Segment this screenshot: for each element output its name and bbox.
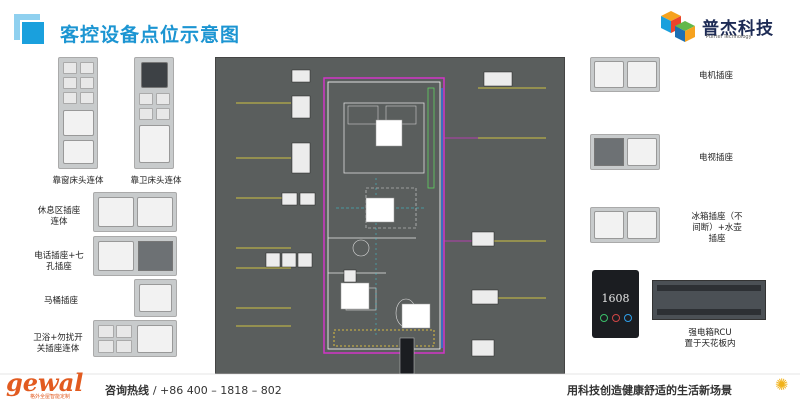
phone-jack [138, 241, 173, 271]
usb-socket [63, 140, 94, 164]
power-socket [627, 138, 657, 166]
power-socket [594, 211, 624, 239]
rcu-terminal-strip [657, 285, 761, 291]
switch-key [63, 62, 77, 74]
toilet-socket-panel [134, 279, 177, 317]
switch-key [98, 325, 114, 338]
floor-plan-svg [236, 69, 546, 375]
door-number-panel: 1608 [592, 270, 639, 338]
brand-tagline: 格外全屋智能定制 [30, 394, 71, 400]
label-bedside-window: 靠窗床头连体 [52, 176, 104, 186]
label-tv: 电视插座 [698, 153, 733, 163]
logo-cube-icon [661, 11, 695, 42]
power-socket [594, 61, 624, 88]
hotline-number: / +86 400 – 1818 – 802 [152, 384, 282, 397]
label-bedside-bath: 靠卫床头连体 [130, 176, 182, 186]
switch-key [63, 77, 77, 89]
label-lounge: 休息区插座 连体 [37, 206, 81, 227]
switch-key [116, 325, 132, 338]
rcu-terminal-strip [657, 309, 761, 315]
fridge-socket-panel [590, 207, 660, 243]
power-socket [98, 197, 134, 227]
footer-band [0, 373, 800, 375]
label-fridge: 冰箱插座（不 间断）+水壶 插座 [691, 212, 743, 244]
floor-plan-drawing [215, 57, 565, 375]
logo-subtitle: Puirtel Technology [706, 34, 752, 40]
motor-socket-panel [590, 57, 660, 92]
sun-icon: ✺ [775, 375, 789, 394]
switch-key [80, 77, 94, 89]
switch-key [156, 93, 170, 105]
power-socket [63, 110, 94, 136]
switch-key [116, 340, 132, 353]
hotline: 咨询热线 / +86 400 – 1818 – 802 [105, 382, 282, 398]
usb-socket [137, 197, 173, 227]
dnd-icon [612, 314, 620, 322]
switch-key [139, 108, 153, 120]
power-socket [139, 284, 172, 312]
footer-slogan: 用科技创造健康舒适的生活新场景 [567, 384, 732, 397]
thermostat-screen [141, 62, 168, 88]
header-deco-square-front [20, 20, 46, 46]
switch-key [139, 93, 153, 105]
tv-jack [594, 138, 624, 166]
logo-name: 普杰科技 [702, 19, 774, 39]
page-title: 客控设备点位示意图 [60, 24, 241, 46]
switch-key [156, 108, 170, 120]
label-toilet: 马桶插座 [43, 296, 78, 306]
label-motor: 电机插座 [698, 71, 733, 81]
door-number: 1608 [601, 292, 630, 305]
lounge-socket-panel [93, 192, 177, 232]
label-phone: 电话插座+七 孔插座 [34, 251, 84, 272]
power-socket [627, 61, 657, 88]
power-socket [139, 125, 170, 163]
bedside-panel-window [58, 57, 98, 169]
bath-switch-panel [93, 320, 177, 357]
power-socket [137, 325, 173, 353]
label-bath-switch: 卫浴+勿扰开 关插座连体 [33, 333, 83, 354]
switch-key [80, 92, 94, 104]
label-rcu: 强电箱RCU 置于天花板内 [684, 328, 736, 349]
clean-icon [624, 314, 632, 322]
brand-logo: gewal [6, 368, 84, 397]
bedside-panel-bath [134, 57, 174, 169]
rcu-controller [652, 280, 766, 320]
switch-key [80, 62, 94, 74]
switch-key [63, 92, 77, 104]
tv-socket-panel [590, 134, 660, 170]
power-socket [98, 241, 134, 271]
phone-socket-panel [93, 236, 177, 276]
doorbell-icon [600, 314, 608, 322]
switch-key [98, 340, 114, 353]
hotline-label: 咨询热线 [105, 384, 149, 397]
power-socket [627, 211, 657, 239]
